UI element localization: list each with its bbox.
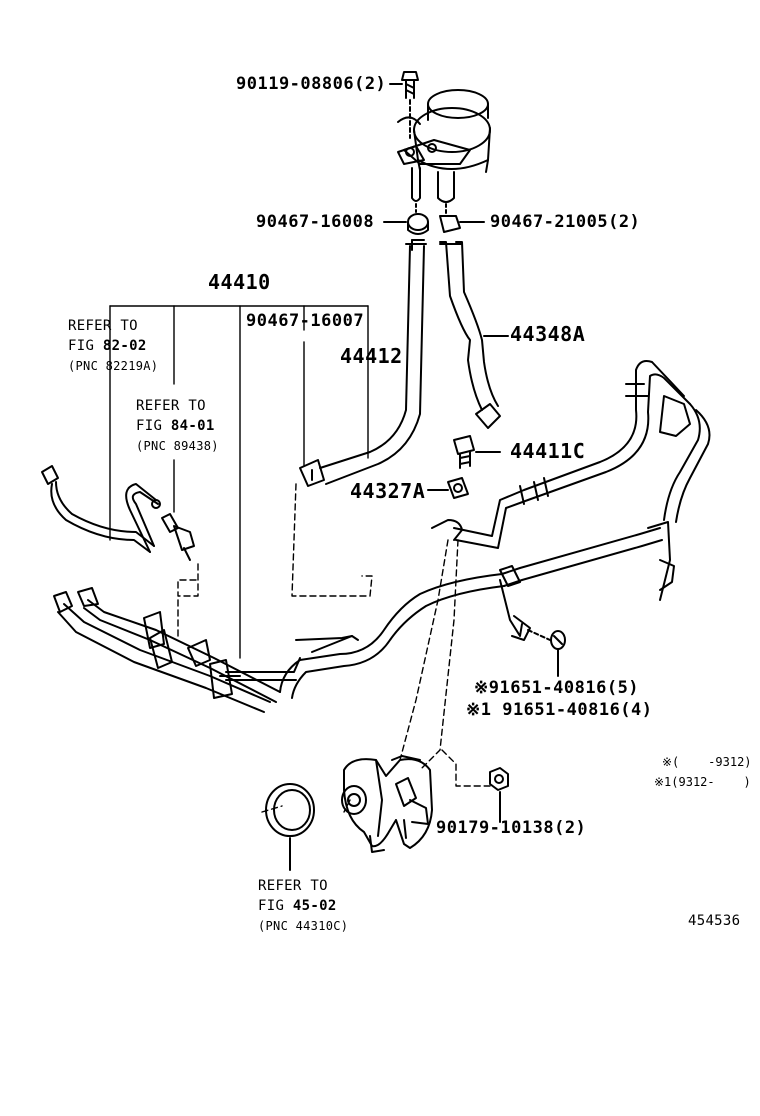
reference-45-02-fig-prefix: FIG xyxy=(258,898,285,914)
reference-45-02-fig-number: 45-02 xyxy=(292,898,337,914)
reference-45-02: REFER TO FIG 45-02 (PNC 44310C) xyxy=(258,876,348,936)
label-nut-91651-a: ※91651-40816(5) xyxy=(474,678,640,698)
reference-82-02-fig-prefix: FIG xyxy=(68,338,95,354)
return-line xyxy=(279,527,663,699)
bolt-top xyxy=(389,71,419,139)
clamp-right xyxy=(439,203,485,233)
dashed-refs xyxy=(177,483,491,813)
label-hose-44348a: 44348A xyxy=(510,322,586,346)
label-nut-91651-b: ※1 91651-40816(4) xyxy=(466,700,653,720)
label-bolt-90119: 90119-08806(2) xyxy=(236,74,387,94)
reservoir-tank xyxy=(397,89,491,203)
nut-90179 xyxy=(489,767,509,823)
hose-44348a xyxy=(439,241,509,429)
reference-82-02-line1: REFER TO xyxy=(68,318,138,334)
reference-45-02-pnc: (PNC 44310C) xyxy=(258,919,349,933)
reference-45-02-fig: FIG 45-02 xyxy=(258,896,348,916)
reference-82-02-fig: FIG 82-02 xyxy=(68,336,158,356)
figure-number: 454536 xyxy=(688,913,741,929)
label-hose-44412: 44412 xyxy=(340,344,403,368)
reference-82-02: REFER TO FIG 82-02 (PNC 82219A) xyxy=(68,316,158,376)
pressure-switch xyxy=(161,513,195,561)
o-ring xyxy=(265,783,315,871)
reference-82-02-fig-number: 82-02 xyxy=(102,338,147,354)
gasket-44327a xyxy=(427,477,469,499)
legend-row-1: ※( -9312) xyxy=(662,755,752,769)
reference-84-01-fig: FIG 84-01 xyxy=(136,416,219,436)
label-gasket-44327a: 44327A xyxy=(350,479,426,503)
label-bolt-44411c: 44411C xyxy=(510,439,586,463)
reference-84-01-fig-prefix: FIG xyxy=(136,418,163,434)
reference-45-02-line1: REFER TO xyxy=(258,878,328,894)
legend-row-2: ※1(9312- ) xyxy=(654,775,751,789)
leader-44410 xyxy=(109,305,369,659)
sensor-cable xyxy=(41,465,161,553)
clamp-left xyxy=(383,203,429,235)
reference-84-01-fig-number: 84-01 xyxy=(170,418,215,434)
power-steering-pump xyxy=(341,755,433,853)
label-clamp-90467-16008: 90467-16008 xyxy=(256,212,375,232)
label-nut-90179: 90179-10138(2) xyxy=(436,818,587,838)
reference-84-01: REFER TO FIG 84-01 (PNC 89438) xyxy=(136,396,219,456)
label-clamp-90467-16007: 90467-16007 xyxy=(246,311,365,331)
label-clamp-90467-21005: 90467-21005(2) xyxy=(490,212,641,232)
label-pnc-44410: 44410 xyxy=(208,270,271,294)
hose-44412 xyxy=(319,239,427,485)
reference-84-01-pnc: (PNC 89438) xyxy=(136,439,219,453)
union-bolt-44411c xyxy=(453,435,501,469)
clamp-mid xyxy=(299,459,325,487)
reference-82-02-pnc: (PNC 82219A) xyxy=(68,359,159,373)
tube-assembly xyxy=(53,587,359,713)
pressure-line xyxy=(431,360,711,601)
reference-84-01-line1: REFER TO xyxy=(136,398,206,414)
nut-91651 xyxy=(527,629,566,677)
